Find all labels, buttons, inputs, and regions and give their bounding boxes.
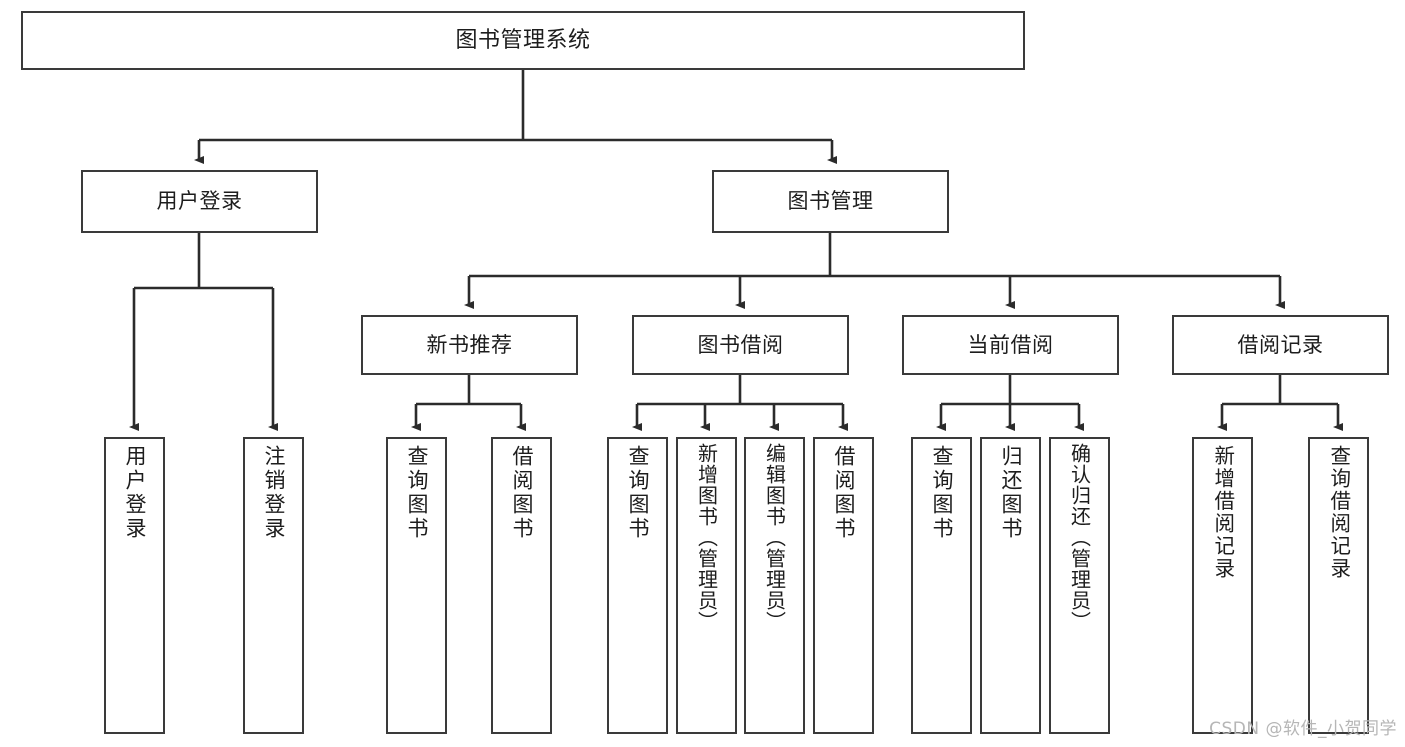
leaf-new-book-borrow[interactable]: 借阅图书	[491, 437, 552, 734]
csdn-watermark: CSDN @软件_小贺同学	[1209, 719, 1397, 739]
leaf-user-login-login[interactable]: 用户登录	[104, 437, 165, 734]
leaf-current-confirm-return-admin[interactable]: 确认归还（管理员）	[1049, 437, 1110, 734]
node-label: 借阅记录	[1237, 332, 1324, 357]
node-user-login[interactable]: 用户登录	[81, 170, 318, 233]
node-label: 查询图书	[930, 445, 954, 541]
node-book-management[interactable]: 图书管理	[712, 170, 949, 233]
node-label: 借阅图书	[832, 445, 856, 541]
node-label: 查询图书	[626, 445, 650, 541]
node-label: 图书管理系统	[455, 27, 591, 53]
leaf-current-return-book[interactable]: 归还图书	[980, 437, 1041, 734]
node-label: 新增借阅记录	[1210, 445, 1235, 580]
node-label: 查询借阅记录	[1326, 445, 1351, 580]
node-label: 新书推荐	[426, 332, 513, 357]
node-root-library-system[interactable]: 图书管理系统	[21, 11, 1025, 70]
node-label: 用户登录	[156, 189, 243, 214]
node-label: 借阅图书	[510, 445, 534, 541]
node-label: 新增图书（管理员）	[694, 443, 719, 632]
node-new-book-recommend[interactable]: 新书推荐	[361, 315, 578, 375]
node-label: 归还图书	[999, 445, 1023, 541]
leaf-record-add-borrow-record[interactable]: 新增借阅记录	[1192, 437, 1253, 734]
node-label: 图书借阅	[697, 332, 784, 357]
node-label: 用户登录	[123, 445, 147, 541]
node-current-borrow[interactable]: 当前借阅	[902, 315, 1119, 375]
leaf-new-book-query[interactable]: 查询图书	[386, 437, 447, 734]
node-label: 图书管理	[787, 189, 874, 214]
leaf-current-query-book[interactable]: 查询图书	[911, 437, 972, 734]
leaf-borrow-borrow-book[interactable]: 借阅图书	[813, 437, 874, 734]
node-label: 编辑图书（管理员）	[762, 443, 787, 632]
leaf-borrow-edit-book-admin[interactable]: 编辑图书（管理员）	[744, 437, 805, 734]
node-label: 注销登录	[262, 445, 286, 541]
leaf-record-query-borrow-record[interactable]: 查询借阅记录	[1308, 437, 1369, 734]
leaf-borrow-add-book-admin[interactable]: 新增图书（管理员）	[676, 437, 737, 734]
node-book-borrow[interactable]: 图书借阅	[632, 315, 849, 375]
leaf-borrow-query-book[interactable]: 查询图书	[607, 437, 668, 734]
node-label: 确认归还（管理员）	[1067, 443, 1092, 632]
node-borrow-record[interactable]: 借阅记录	[1172, 315, 1389, 375]
node-label: 当前借阅	[967, 332, 1054, 357]
node-label: 查询图书	[405, 445, 429, 541]
leaf-user-login-logout[interactable]: 注销登录	[243, 437, 304, 734]
